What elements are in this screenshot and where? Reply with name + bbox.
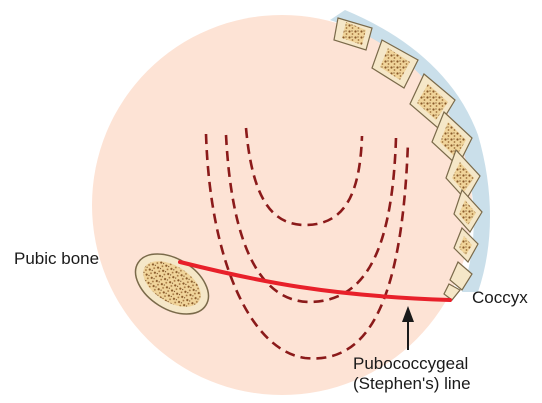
pelvic-region-disc — [92, 15, 472, 395]
pubococcygeal-label: Pubococcygeal — [353, 354, 468, 374]
coccyx-label: Coccyx — [472, 288, 528, 308]
stephens-line-label: (Stephen's) line — [353, 374, 471, 394]
pubic-bone-label: Pubic bone — [14, 249, 99, 269]
